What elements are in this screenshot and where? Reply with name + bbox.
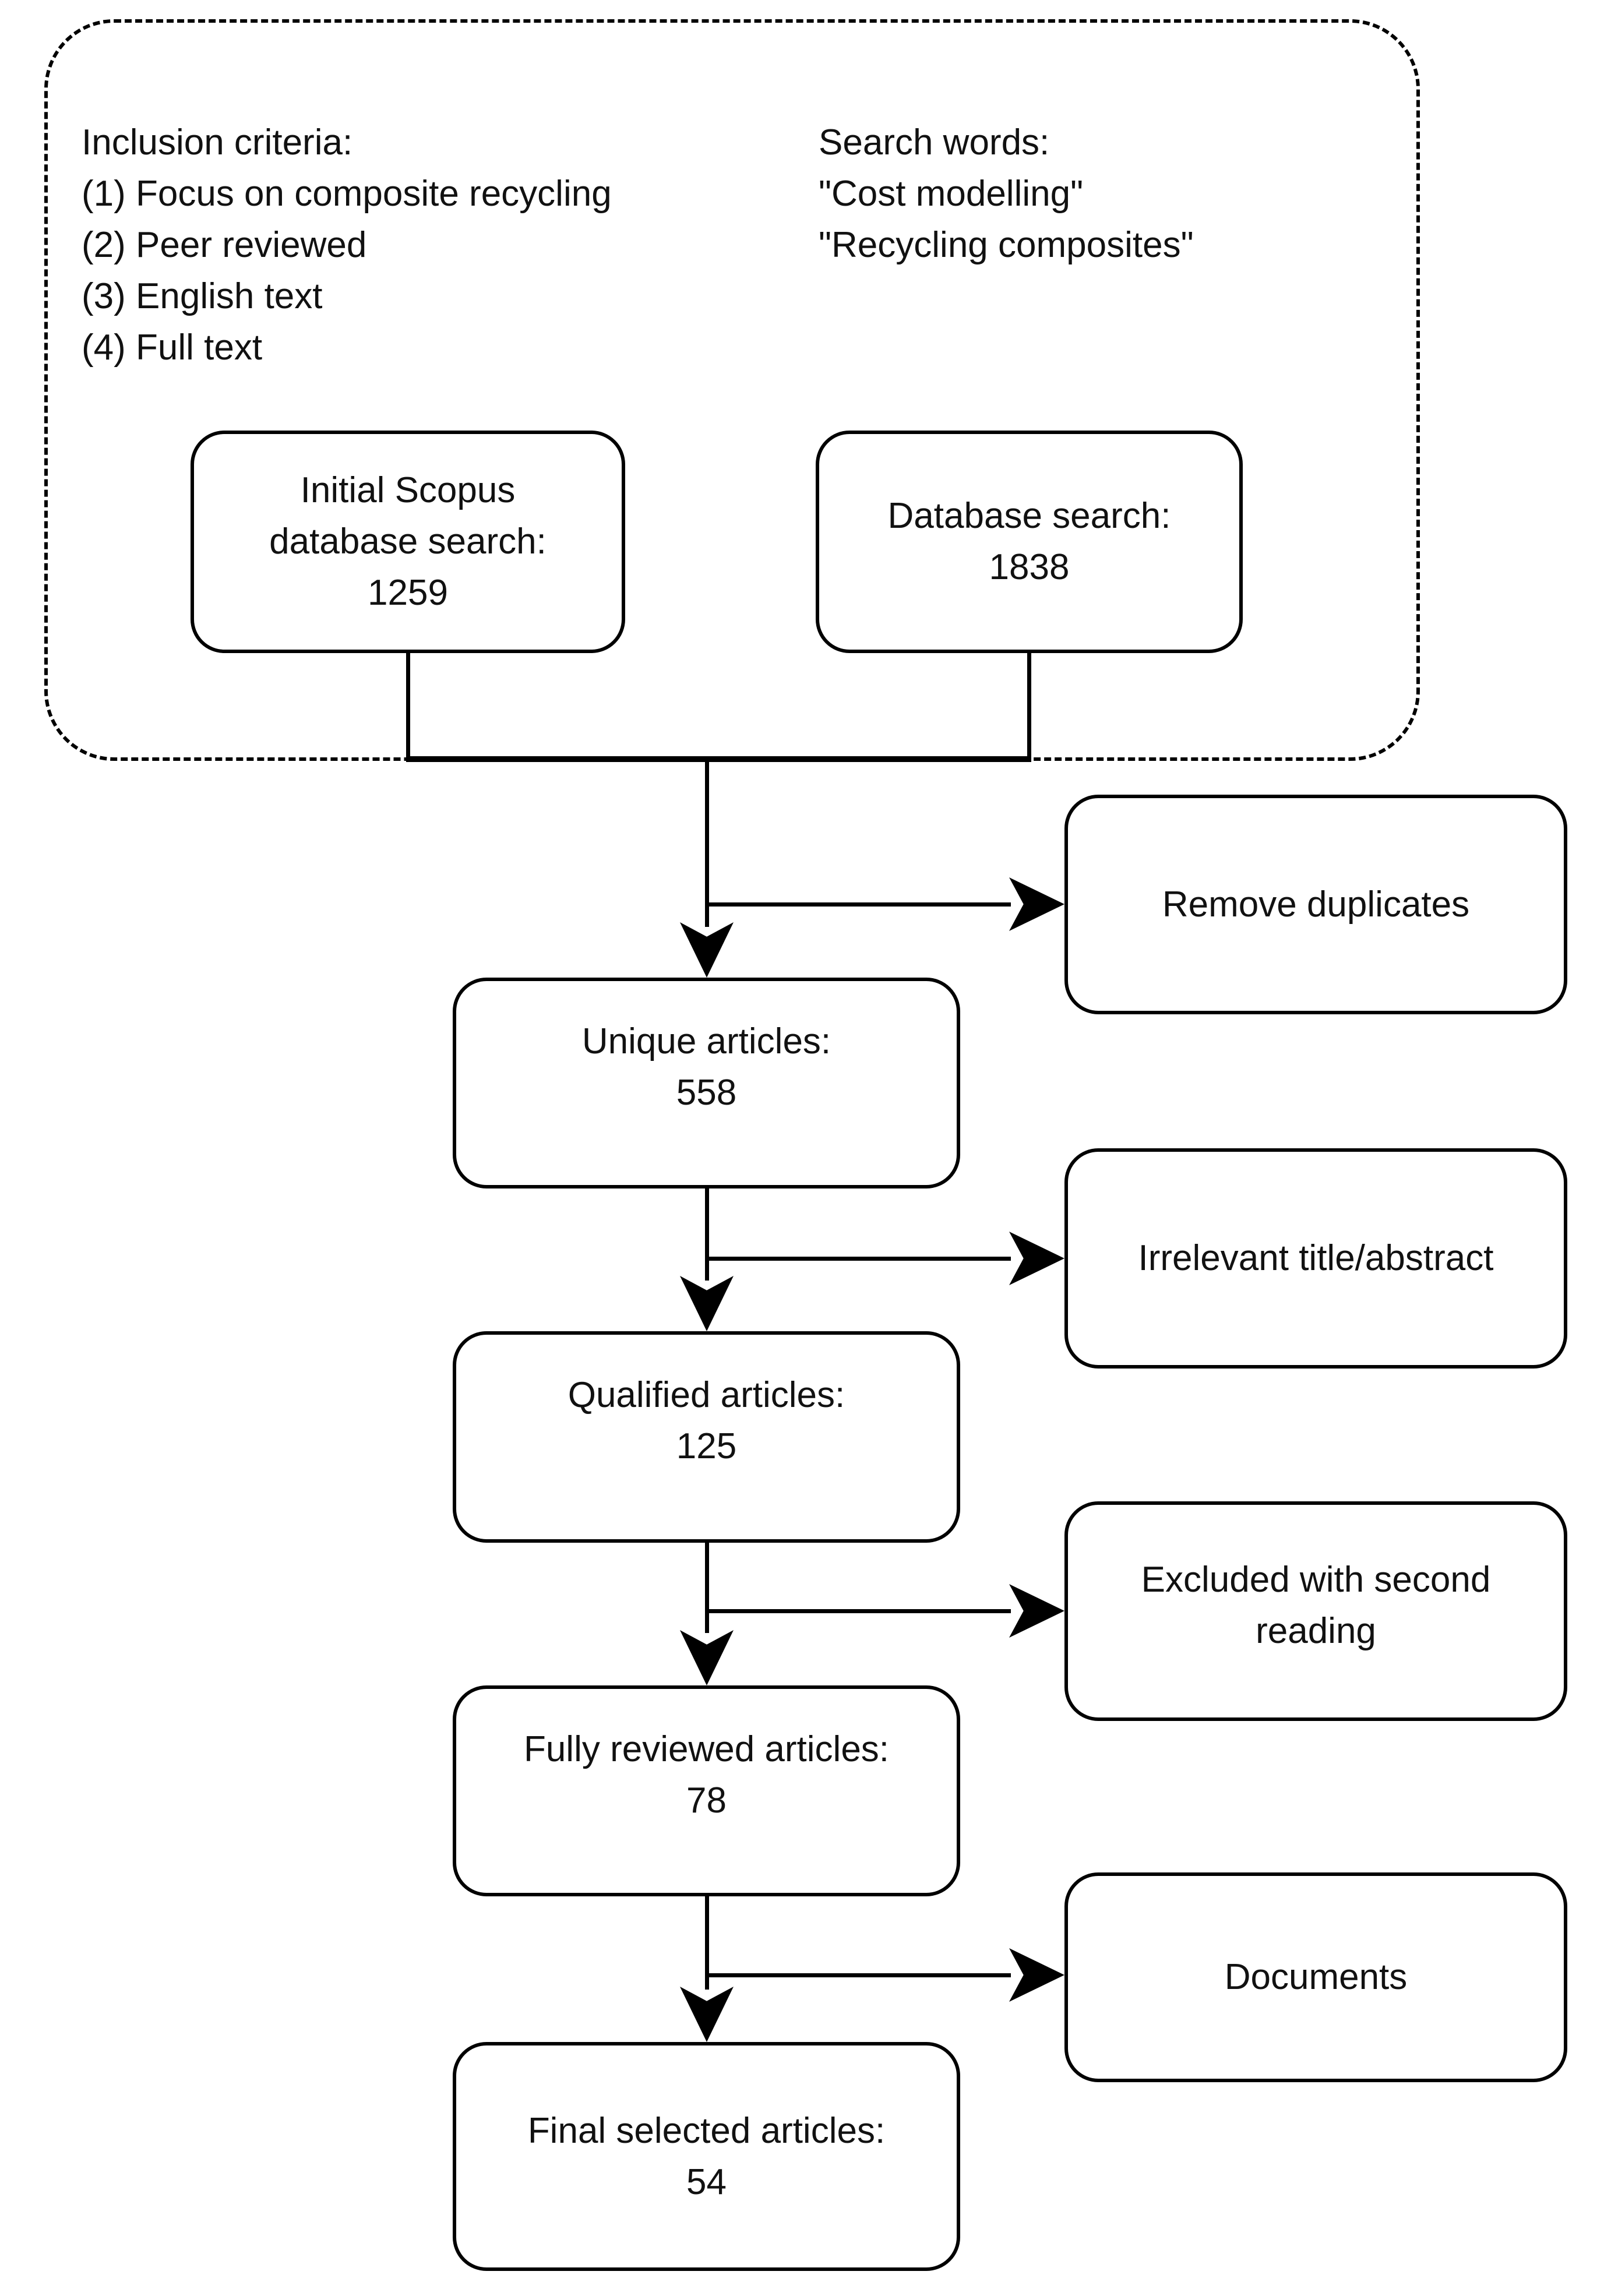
arrowhead-down-fully-reviewed-icon <box>680 1630 734 1685</box>
node-irrelevant-title-abstract: Irrelevant title/abstract <box>1064 1148 1567 1369</box>
search-words-item-1: "Cost modelling" <box>819 174 1084 214</box>
node-qualified-articles-label: Qualified articles: <box>567 1375 845 1415</box>
inclusion-criteria-item-1: (1) Focus on composite recycling <box>82 174 612 214</box>
node-database-search: Database search: 1838 <box>816 431 1243 653</box>
node-initial-scopus-search: Initial Scopus database search: 1259 <box>191 431 625 653</box>
node-fully-reviewed-articles: Fully reviewed articles: 78 <box>453 1685 960 1896</box>
arrowhead-right-remove-duplicates-icon <box>1009 877 1064 931</box>
node-database-search-value: 1838 <box>989 547 1070 587</box>
node-initial-scopus-value: 1259 <box>368 573 448 613</box>
inclusion-criteria-item-2: (2) Peer reviewed <box>82 225 367 265</box>
inclusion-criteria-block: Inclusion criteria: (1) Focus on composi… <box>82 117 612 373</box>
node-remove-duplicates: Remove duplicates <box>1064 795 1567 1014</box>
connector-spine-1 <box>705 761 709 927</box>
arrowhead-right-excluded-icon <box>1009 1584 1064 1638</box>
search-words-title: Search words: <box>819 122 1050 163</box>
node-final-selected-value: 54 <box>686 2161 727 2202</box>
node-documents: Documents <box>1064 1872 1567 2082</box>
connector-spine-3 <box>705 1543 709 1633</box>
node-irrelevant-label: Irrelevant title/abstract <box>1138 1238 1494 1278</box>
search-words-block: Search words: "Cost modelling" "Recyclin… <box>819 117 1194 271</box>
inclusion-criteria-item-3: (3) English text <box>82 276 323 316</box>
node-documents-label: Documents <box>1224 1957 1408 1997</box>
node-excluded-label: Excluded with second reading <box>1141 1560 1491 1651</box>
node-final-selected-articles: Final selected articles: 54 <box>453 2042 960 2271</box>
arrowhead-right-documents-icon <box>1009 1948 1064 2002</box>
arrowhead-down-unique-icon <box>680 922 734 978</box>
connector-branch-excluded <box>707 1609 1011 1613</box>
node-database-search-label: Database search: <box>887 496 1171 536</box>
node-initial-scopus-label: Initial Scopus database search: <box>269 470 547 562</box>
node-unique-articles-value: 558 <box>676 1073 737 1113</box>
node-unique-articles: Unique articles: 558 <box>453 978 960 1188</box>
connector-database-down <box>1027 653 1031 761</box>
arrowhead-down-final-icon <box>680 1987 734 2042</box>
node-unique-articles-label: Unique articles: <box>581 1021 831 1061</box>
node-qualified-articles: Qualified articles: 125 <box>453 1331 960 1543</box>
connector-scopus-down <box>406 653 410 761</box>
arrowhead-right-irrelevant-icon <box>1009 1232 1064 1285</box>
arrowhead-down-qualified-icon <box>680 1276 734 1331</box>
inclusion-criteria-item-4: (4) Full text <box>82 327 263 368</box>
node-remove-duplicates-label: Remove duplicates <box>1162 884 1470 925</box>
connector-merge-horizontal <box>406 756 1031 762</box>
node-final-selected-label: Final selected articles: <box>527 2110 886 2151</box>
search-words-item-2: "Recycling composites" <box>819 225 1194 265</box>
connector-spine-2 <box>705 1188 709 1281</box>
node-fully-reviewed-label: Fully reviewed articles: <box>523 1729 890 1769</box>
node-qualified-articles-value: 125 <box>676 1426 737 1466</box>
connector-spine-4 <box>705 1896 709 1990</box>
connector-branch-remove-duplicates <box>707 902 1011 907</box>
connector-branch-documents <box>707 1973 1011 1977</box>
node-fully-reviewed-value: 78 <box>686 1780 727 1821</box>
inclusion-criteria-title: Inclusion criteria: <box>82 122 353 163</box>
connector-branch-irrelevant <box>707 1257 1011 1261</box>
node-excluded-second-reading: Excluded with second reading <box>1064 1501 1567 1721</box>
